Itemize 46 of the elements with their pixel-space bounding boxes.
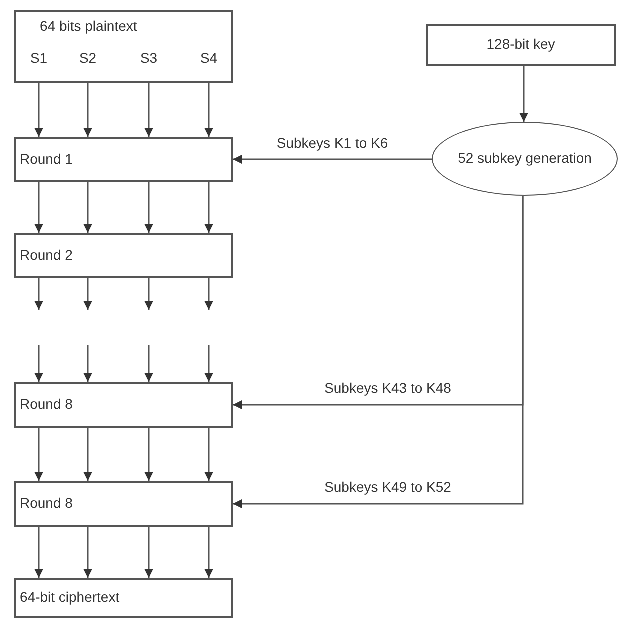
arrow	[84, 527, 92, 578]
process-box	[14, 578, 233, 618]
arrow	[144, 278, 154, 310]
arrow	[144, 527, 154, 578]
arrow	[144, 83, 154, 137]
arrow	[233, 196, 524, 508]
node-label: 52 subkey generation	[458, 150, 592, 168]
arrow	[204, 83, 214, 137]
arrow	[84, 182, 92, 233]
signal-label: S4	[200, 49, 218, 68]
signal-label: S1	[30, 49, 48, 68]
arrow	[34, 428, 44, 481]
process-box	[426, 24, 616, 66]
arrow	[204, 527, 214, 578]
node-label: 64-bit ciphertext	[20, 589, 120, 607]
arrow	[144, 345, 154, 382]
arrow	[34, 527, 44, 578]
process-box	[14, 233, 233, 278]
arrow	[204, 428, 214, 481]
process-box	[14, 382, 233, 428]
signal-label: S2	[79, 49, 97, 68]
process-box	[14, 137, 233, 182]
arrow	[84, 428, 92, 481]
arrow	[84, 278, 92, 310]
arrow	[204, 345, 214, 382]
arrow	[84, 83, 92, 137]
arrow	[204, 278, 214, 310]
node-label: 128-bit key	[486, 36, 556, 54]
process-box	[14, 481, 233, 527]
arrow	[34, 83, 44, 137]
arrow	[144, 182, 154, 233]
arrow	[84, 345, 92, 382]
arrow	[204, 182, 214, 233]
arrow	[34, 345, 44, 382]
arrow	[34, 182, 44, 233]
node-label: Round 1	[20, 150, 73, 168]
node-label: Round 8	[20, 396, 73, 414]
node-label: Round 2	[20, 246, 73, 264]
arrow	[34, 278, 44, 310]
process-box	[14, 10, 233, 83]
node-label: 64 bits plaintext	[40, 17, 138, 36]
arrow	[520, 66, 528, 122]
arrow	[144, 428, 154, 481]
arrow	[233, 155, 432, 164]
node-label: Round 8	[20, 495, 73, 513]
signal-label: S3	[140, 49, 158, 68]
